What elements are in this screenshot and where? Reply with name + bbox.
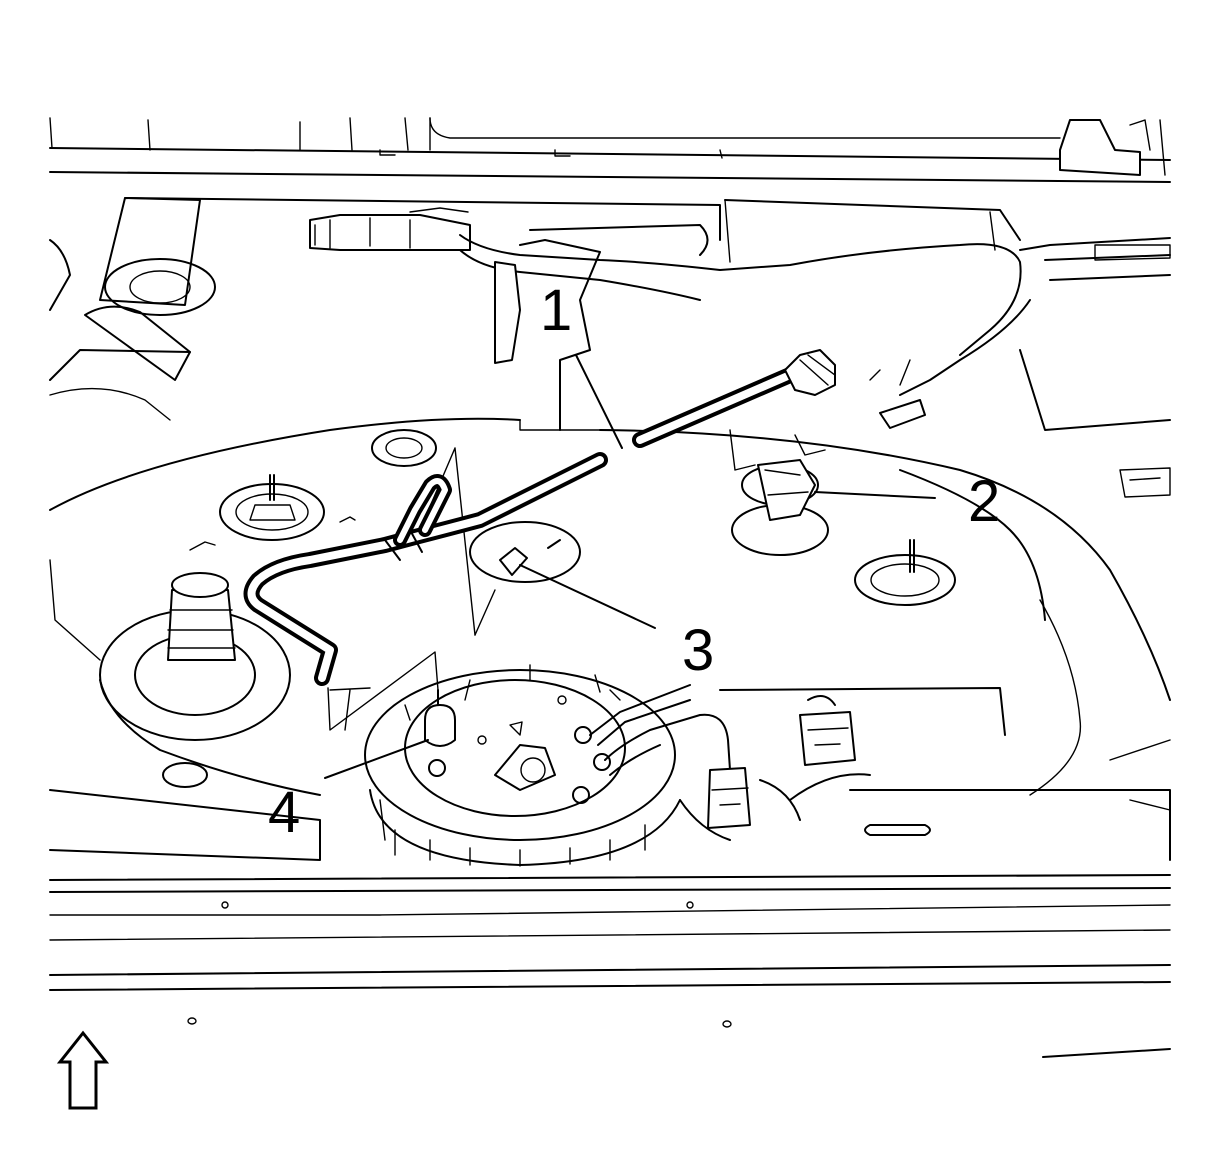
callout-4: 4: [268, 780, 300, 845]
leader-line-3: [519, 564, 656, 629]
left-fasteners: [189, 429, 437, 551]
filler-neck: [99, 572, 291, 788]
right-fasteners: [729, 429, 956, 606]
leader-lines: [324, 354, 936, 779]
fuel-pump-module: [364, 664, 681, 867]
fuel-line: [243, 349, 836, 686]
break-lines: [327, 651, 439, 731]
electrical-connector-1: [707, 767, 751, 829]
fuel-line-clip: [757, 459, 816, 521]
top-frame-rail: [49, 117, 1171, 183]
callout-2: 2: [968, 469, 1000, 534]
upper-harness: [309, 207, 1031, 431]
floor-pan: [49, 387, 1171, 796]
up-arrow-icon: [56, 1030, 110, 1110]
electrical-connector-2: [799, 711, 856, 766]
callout-3: 3: [682, 618, 714, 683]
leader-line-4: [324, 739, 429, 779]
pump-lines-connectors: [589, 684, 1006, 841]
leader-line-1: [575, 354, 623, 449]
rear-sill: [49, 739, 1171, 1058]
leader-line-2: [814, 491, 936, 499]
callout-1: 1: [540, 278, 572, 343]
floor-panels: [49, 197, 1171, 498]
